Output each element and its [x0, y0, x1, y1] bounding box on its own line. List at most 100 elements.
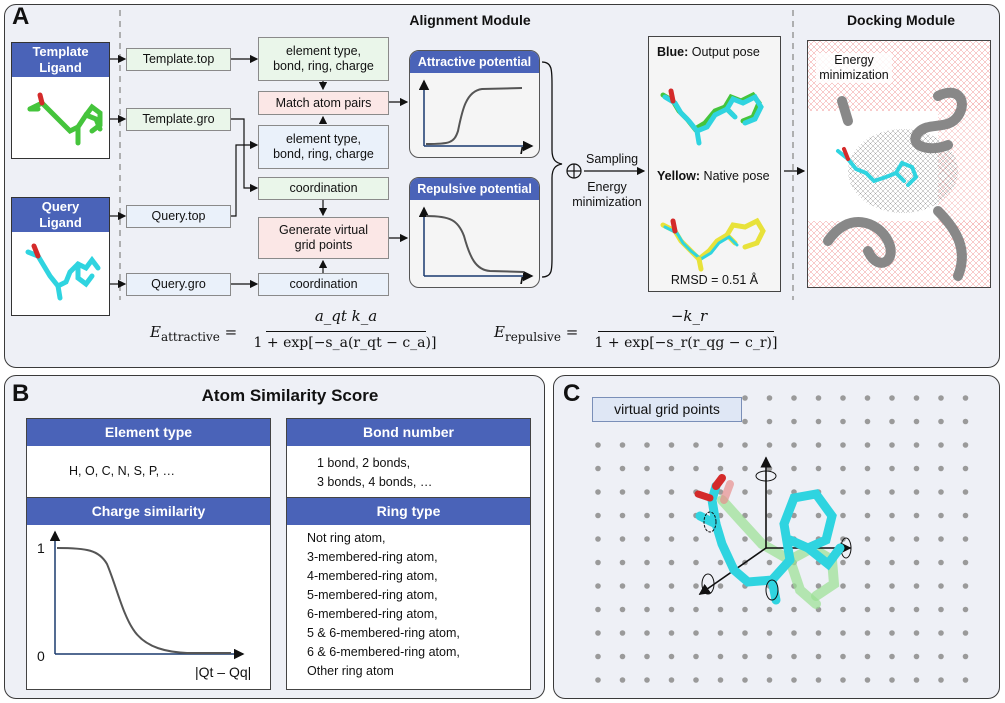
attractive-axis-label: r: [520, 143, 525, 157]
docking-energy-label: Energy minimization: [816, 53, 892, 83]
grid-point: [668, 512, 675, 519]
grid-point: [644, 442, 650, 448]
grid-point: [742, 677, 748, 683]
template-ligand-molecule: [27, 92, 103, 146]
eq-attr-lhs: E: [150, 323, 161, 341]
ring-line-8: Other ring atom: [307, 664, 394, 678]
grid-point: [595, 630, 601, 636]
grid-point: [913, 536, 920, 542]
grid-point: [644, 583, 650, 589]
grid-point: [938, 465, 944, 472]
grid-point: [668, 559, 675, 566]
charge-y-top: 1: [37, 540, 45, 556]
grid-point: [619, 653, 626, 660]
grid-point: [962, 630, 969, 636]
grid-point: [962, 536, 969, 542]
query-features-box: element type, bond, ring, charge: [258, 125, 389, 169]
grid-point: [717, 606, 724, 613]
grid-point: [962, 465, 969, 472]
eq-rep-lhs: E: [494, 323, 505, 341]
grid-point: [864, 442, 871, 448]
charge-similarity-head: Charge similarity: [27, 498, 270, 525]
ring-line-6: 5 & 6-membered-ring atom,: [307, 626, 460, 640]
grid-point: [668, 653, 675, 660]
grid-point: [864, 653, 871, 660]
grid-point: [693, 606, 699, 613]
grid-point: [889, 536, 895, 542]
grid-point: [742, 630, 748, 636]
grid-point: [913, 677, 920, 683]
eq-attr-sub: attractive: [160, 330, 220, 344]
grid-point: [962, 442, 969, 448]
grid-point: [717, 653, 724, 660]
grid-point: [815, 442, 822, 448]
grid-point: [864, 677, 871, 683]
grid-point: [644, 465, 650, 472]
repulsive-equation: Erepulsive = −k_r 1 + exp[−s_r(r_qg − c_…: [494, 307, 784, 357]
grid-point: [766, 653, 773, 660]
grid-point: [791, 606, 797, 613]
template-features-box: element type, bond, ring, charge: [258, 37, 389, 81]
repulsive-curve: [418, 206, 534, 282]
grid-point: [742, 653, 748, 660]
grid-point: [595, 653, 601, 660]
grid-point: [668, 536, 675, 542]
grid-point: [595, 465, 601, 472]
element-type-card: Element type H, O, C, N, S, P, …: [26, 418, 271, 498]
grid-point: [889, 442, 895, 448]
grid-point: [668, 489, 675, 495]
charge-similarity-curve: [49, 530, 245, 660]
eq-rep-sub: repulsive: [504, 330, 561, 344]
grid-point: [913, 583, 920, 589]
grid-point: [717, 677, 724, 683]
panel-b-label: B: [12, 380, 30, 407]
grid-point: [938, 536, 944, 542]
grid-point: [668, 465, 675, 472]
query-ligand-label: Query Ligand: [12, 198, 109, 232]
grid-point: [840, 653, 846, 660]
grid-point: [962, 395, 969, 401]
grid-point: [938, 559, 944, 566]
grid-point: [815, 418, 822, 425]
grid-point: [766, 630, 773, 636]
grid-point: [595, 489, 601, 495]
ring-line-1: Not ring atom,: [307, 531, 386, 545]
repulsive-potential-plot: Repulsive potential r: [409, 177, 540, 288]
grid-point: [962, 418, 969, 425]
grid-point: [889, 653, 895, 660]
bond-number-head: Bond number: [287, 419, 530, 446]
bond-number-card: Bond number 1 bond, 2 bonds, 3 bonds, 4 …: [286, 418, 531, 498]
query-top-box: Query.top: [126, 205, 231, 228]
grid-point: [693, 536, 699, 542]
element-type-body: H, O, C, N, S, P, …: [69, 464, 176, 478]
grid-point: [840, 583, 846, 589]
grid-point: [864, 583, 871, 589]
grid-point: [595, 583, 601, 589]
grid-point: [815, 653, 822, 660]
grid-point: [595, 536, 601, 542]
query-gro-box: Query.gro: [126, 273, 231, 296]
yellow-legend-text: Native pose: [700, 169, 770, 183]
template-gro-box: Template.gro: [126, 108, 231, 131]
grid-point: [668, 606, 675, 613]
eq-rep-numerator: −k_r: [670, 307, 708, 325]
bond-number-line-1: 1 bond, 2 bonds,: [317, 456, 411, 470]
grid-point: [815, 395, 822, 401]
grid-point: [619, 677, 626, 683]
grid-point: [938, 583, 944, 589]
grid-point: [742, 465, 748, 472]
template-coordination-box: coordination: [258, 177, 389, 200]
grid-point: [766, 677, 773, 683]
grid-point: [766, 395, 773, 401]
grid-point: [619, 583, 626, 589]
pose-molecules: [660, 88, 766, 272]
grid-point: [644, 489, 650, 495]
grid-point: [717, 442, 724, 448]
grid-point: [962, 583, 969, 589]
grid-point: [889, 465, 895, 472]
grid-point: [644, 512, 650, 519]
grid-point: [717, 465, 724, 472]
grid-point: [791, 677, 797, 683]
generate-grid-points-box: Generate virtual grid points: [258, 217, 389, 259]
